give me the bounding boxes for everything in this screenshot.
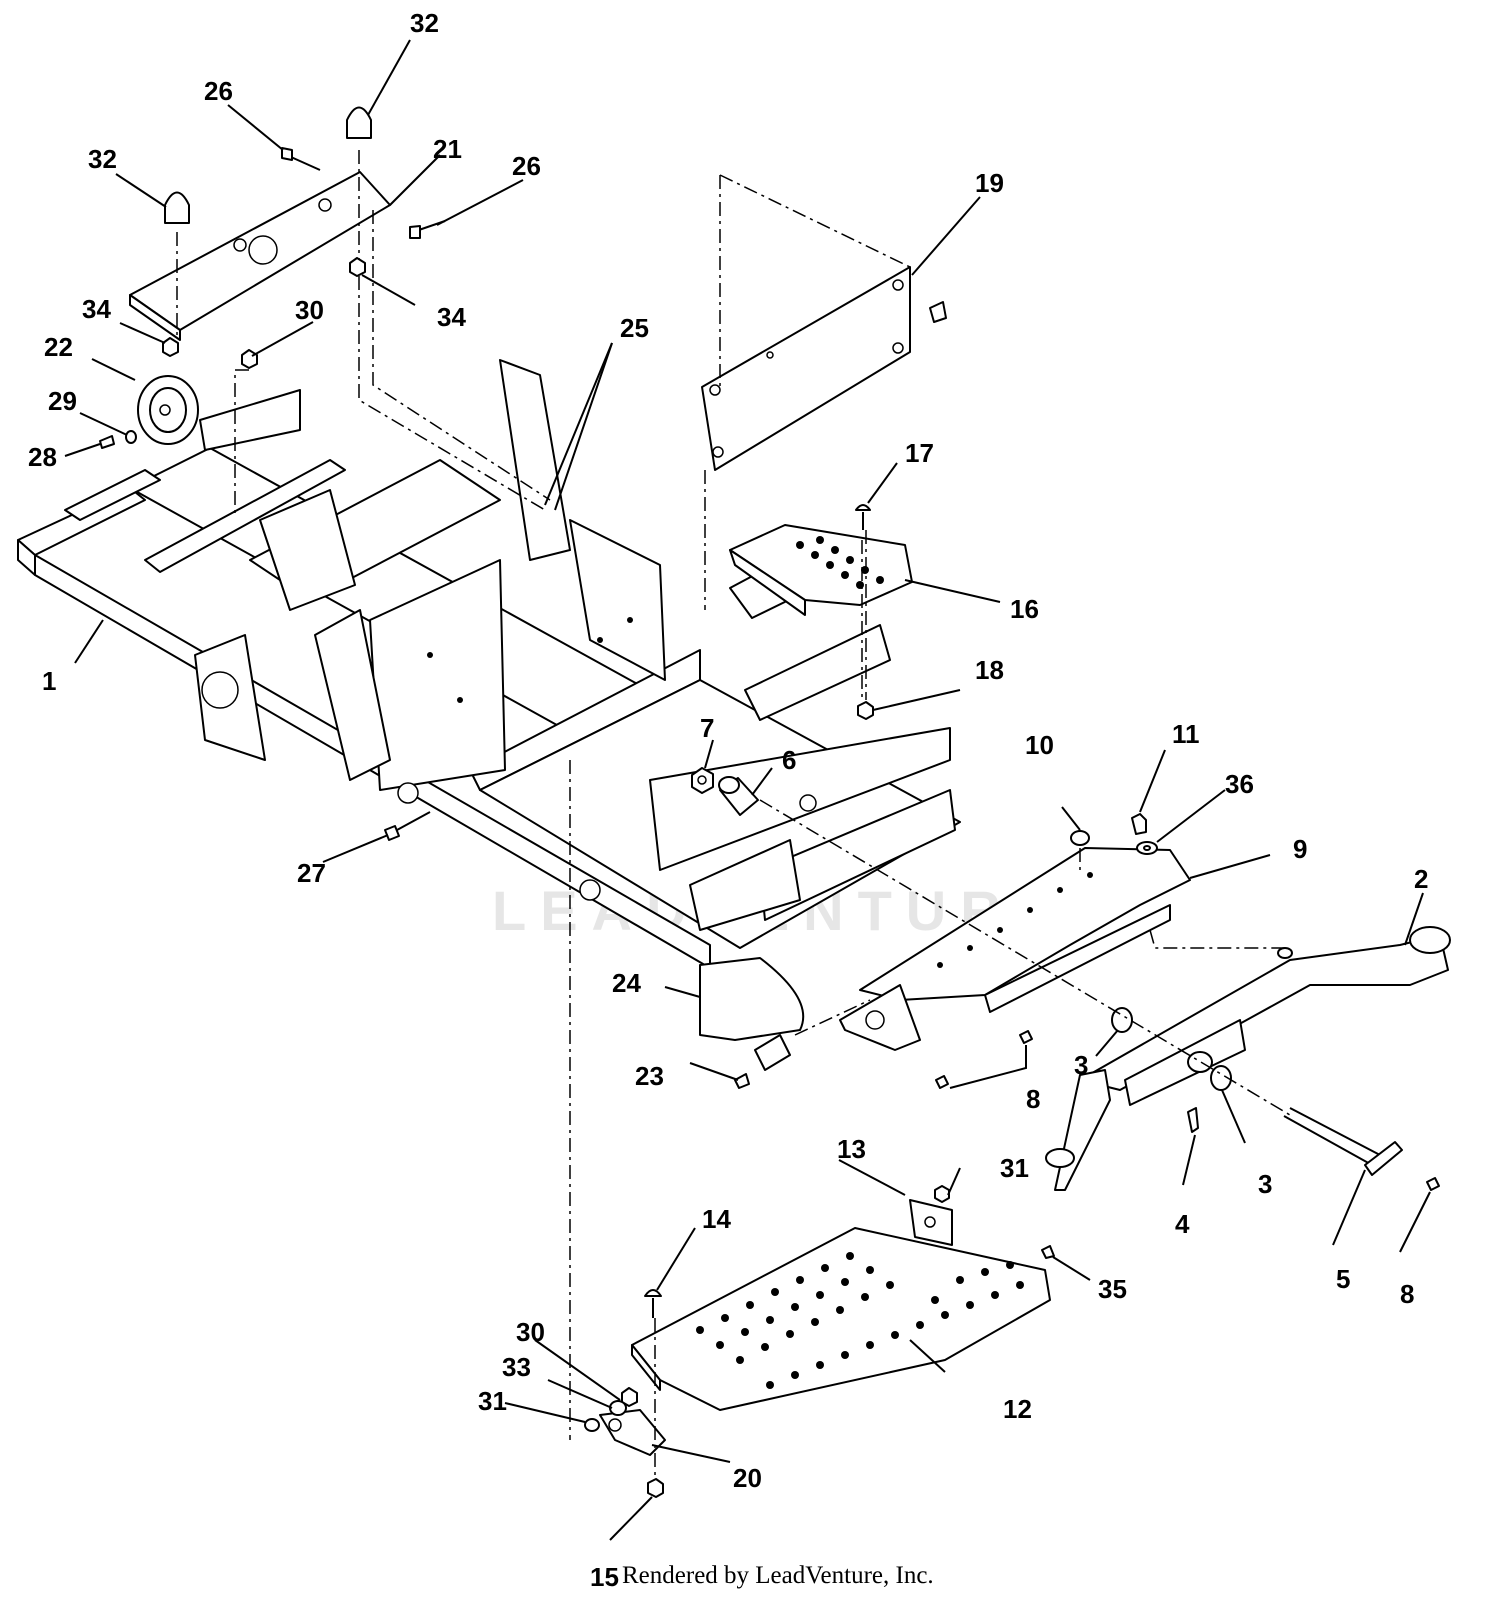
callout-27: 27 (297, 858, 326, 888)
bumper-32 (164, 106, 372, 224)
callout-10: 10 (1025, 730, 1054, 760)
callout-6: 6 (782, 745, 796, 775)
bumper-10 (1070, 830, 1090, 846)
spacer-33 (609, 1400, 627, 1416)
callout-11: 11 (1172, 719, 1200, 749)
callout-35: 35 (1098, 1274, 1127, 1304)
callout-labels: 1 2 3 3 4 5 6 7 8 8 9 10 11 12 13 14 15 … (28, 8, 1428, 1592)
callout-26: 26 (512, 151, 541, 181)
callout-31: 31 (478, 1386, 507, 1416)
screw-35 (1041, 1245, 1055, 1259)
main-frame (17, 359, 961, 969)
callout-30: 30 (516, 1317, 545, 1347)
bolt-26 (281, 147, 446, 239)
callout-17: 17 (905, 438, 934, 468)
bolt-8 (935, 1030, 1440, 1191)
callout-36: 36 (1225, 769, 1254, 799)
nut-15 (647, 1478, 664, 1498)
nut-7 (691, 767, 714, 794)
callout-23: 23 (635, 1061, 664, 1091)
carriage-bolt-17 (855, 504, 871, 530)
callout-13: 13 (837, 1134, 866, 1164)
bracket-20 (599, 1409, 666, 1456)
grease-fitting-4 (1187, 1107, 1199, 1133)
bolt-27 (384, 811, 431, 841)
callout-22: 22 (44, 332, 73, 362)
callout-19: 19 (975, 168, 1004, 198)
callout-7: 7 (700, 713, 714, 743)
callout-34: 34 (82, 294, 111, 324)
bolt-11 (1131, 813, 1147, 835)
callout-18: 18 (975, 655, 1004, 685)
callout-28: 28 (28, 442, 57, 472)
callout-34: 34 (437, 302, 466, 332)
callout-5: 5 (1336, 1264, 1350, 1294)
front-axle-2 (1045, 926, 1451, 1191)
callout-20: 20 (733, 1463, 762, 1493)
callout-1: 1 (42, 666, 56, 696)
callout-8: 8 (1026, 1084, 1040, 1114)
washer-36 (1136, 841, 1158, 855)
callout-3: 3 (1074, 1050, 1088, 1080)
callout-26: 26 (204, 76, 233, 106)
callout-9: 9 (1293, 834, 1307, 864)
callout-8: 8 (1400, 1279, 1414, 1309)
callout-4: 4 (1175, 1209, 1190, 1239)
callout-32: 32 (88, 144, 117, 174)
panel-19 (701, 266, 947, 471)
bushing-3 (1111, 1007, 1232, 1091)
rendered-by-footer: Rendered by LeadVenture, Inc. (622, 1562, 934, 1589)
callout-14: 14 (702, 1204, 731, 1234)
callout-30: 30 (295, 295, 324, 325)
callout-15: 15 (590, 1562, 619, 1592)
bolt-28 (99, 435, 115, 449)
upper-bracket-21 (129, 171, 391, 341)
callout-2: 2 (1414, 864, 1428, 894)
screw-23 (734, 1073, 750, 1089)
assembly-lines (176, 150, 1291, 1478)
callout-31: 31 (1000, 1153, 1029, 1183)
deflector-24 (699, 957, 805, 1071)
nut-18 (857, 701, 874, 720)
callout-3: 3 (1258, 1169, 1272, 1199)
nut-31 (584, 1185, 950, 1432)
callout-32: 32 (410, 8, 439, 38)
bracket-13 (909, 1199, 953, 1246)
callout-12: 12 (1003, 1394, 1032, 1424)
leader-lines (64, 39, 1431, 1541)
callout-33: 33 (502, 1352, 531, 1382)
floor-pan-12 (631, 1227, 1051, 1411)
front-axle-bracket-9 (839, 847, 1191, 1051)
callout-24: 24 (612, 968, 641, 998)
hex-nut-34 (162, 257, 366, 357)
callout-29: 29 (48, 386, 77, 416)
idler-pulley-22 (137, 375, 199, 445)
hex-nut-30 (241, 349, 638, 1407)
callout-16: 16 (1010, 594, 1039, 624)
callout-21: 21 (433, 134, 462, 164)
washer-29 (125, 430, 137, 444)
pivot-pin-5 (1283, 1107, 1403, 1176)
carriage-bolt-14 (644, 1289, 662, 1318)
spacer-6 (718, 776, 759, 816)
callout-25: 25 (620, 313, 649, 343)
